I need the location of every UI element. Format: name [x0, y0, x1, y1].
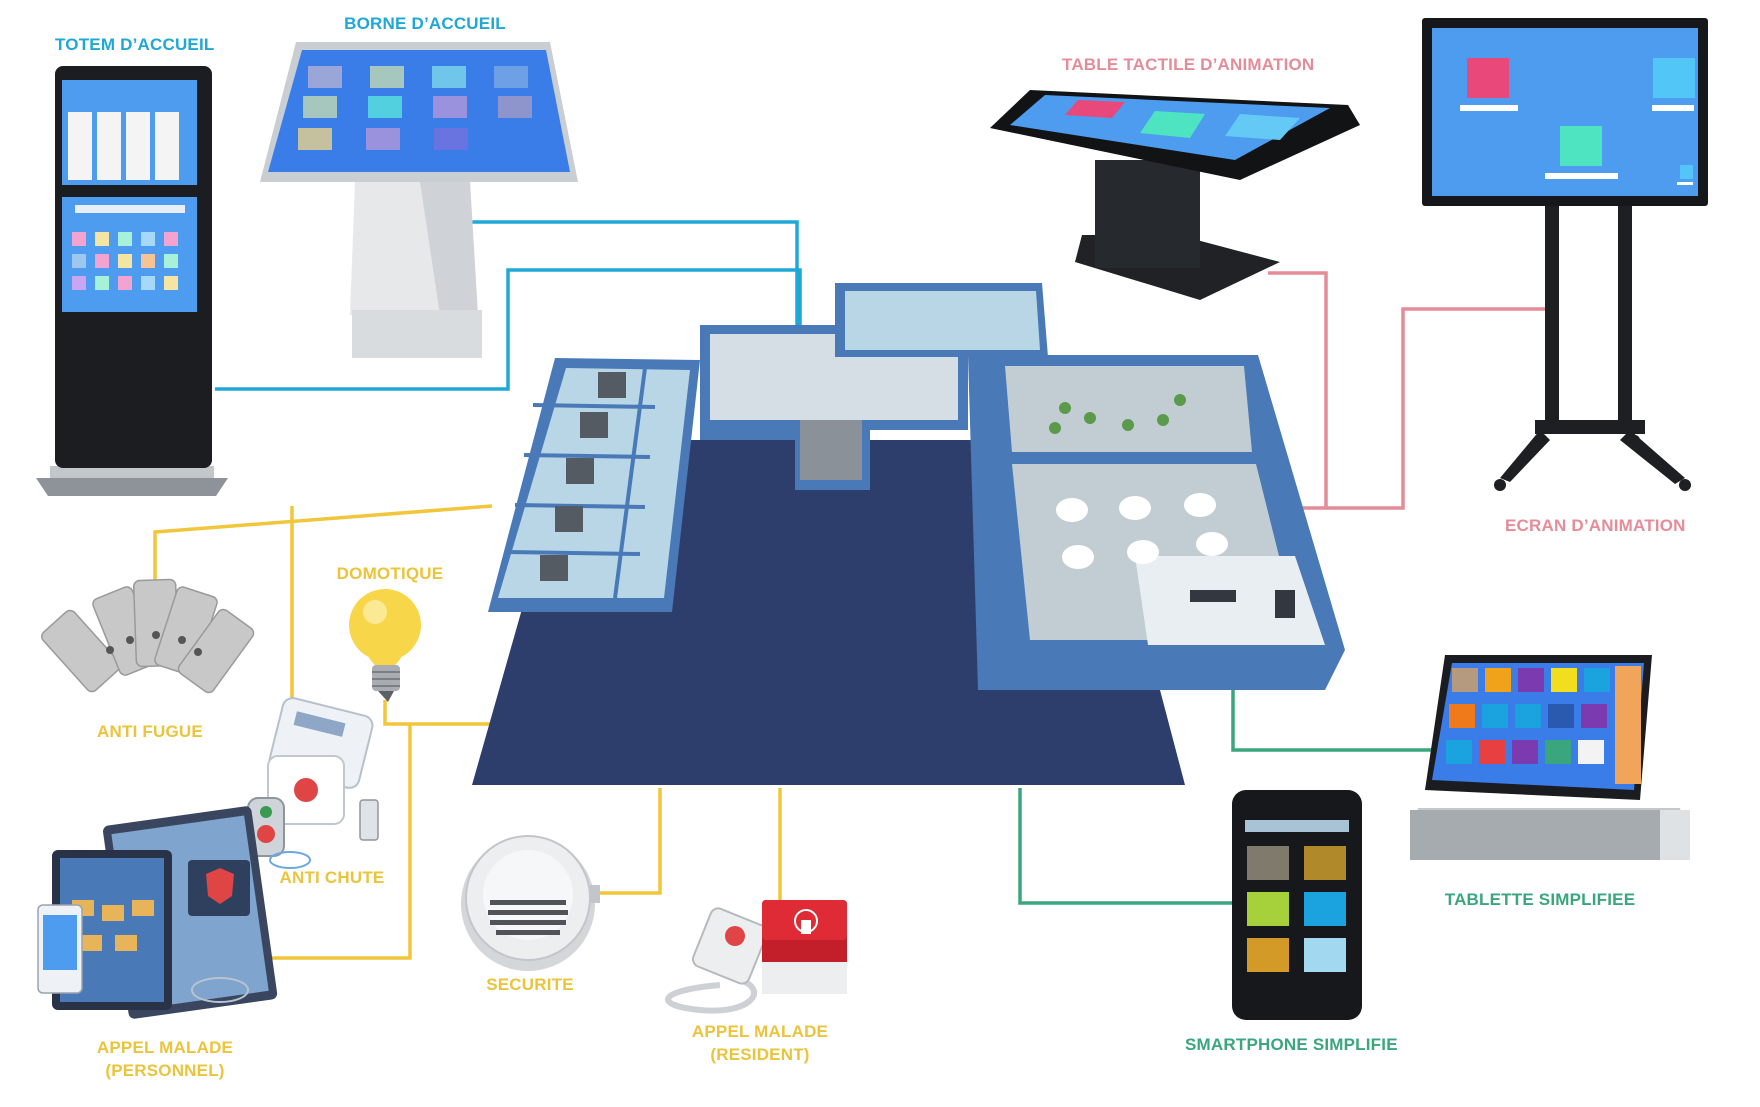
- link-tablette: [1231, 690, 1432, 752]
- label-appel-personnel-line2: (PERSONNEL): [105, 1061, 225, 1080]
- light-bulb-icon: [349, 589, 421, 702]
- label-ecran: ECRAN D’ANIMATION: [1505, 516, 1686, 535]
- link-smartphone: [1018, 788, 1232, 905]
- label-domotique: DOMOTIQUE: [336, 564, 444, 583]
- label-smartphone: SMARTPHONE SIMPLIFIE: [1185, 1035, 1398, 1054]
- link-anti-fugue: [153, 504, 493, 585]
- link-securite: [590, 788, 662, 895]
- label-appel-personnel-line1: APPEL MALADE: [96, 1038, 234, 1057]
- tablet-icon: [1410, 655, 1690, 860]
- fall-alarm-icon: [247, 697, 379, 869]
- link-appel-personnel: [268, 724, 412, 960]
- label-tablette: TABLETTE SIMPLIFIEE: [1444, 890, 1636, 909]
- label-anti-fugue: ANTI FUGUE: [97, 722, 203, 741]
- smartphone-icon: [1232, 790, 1362, 1020]
- label-anti-chute: ANTI CHUTE: [279, 868, 385, 887]
- kiosk-stand-icon: [260, 42, 578, 358]
- call-button-icon: [665, 900, 847, 1014]
- label-appel-resident-line1: APPEL MALADE: [691, 1022, 829, 1041]
- kiosk-totem-icon: [36, 66, 228, 496]
- link-ecran: [1326, 307, 1548, 510]
- rfid-tags-icon: [41, 578, 255, 694]
- link-domotique: [383, 700, 492, 726]
- link-borne: [470, 220, 799, 330]
- nurse-call-tablets-icon: [37, 806, 278, 1019]
- label-table: TABLE TACTILE D’ANIMATION: [1062, 55, 1315, 74]
- label-totem: TOTEM D’ACCUEIL: [55, 35, 215, 54]
- link-table: [1268, 271, 1328, 510]
- label-securite: SECURITE: [486, 975, 574, 994]
- label-borne: BORNE D’ACCUEIL: [344, 14, 506, 33]
- label-appel-resident-line2: (RESIDENT): [710, 1045, 810, 1064]
- building-floor-plan-icon: [472, 283, 1345, 785]
- touch-table-icon: [990, 90, 1360, 300]
- connector-lines: [153, 220, 1548, 960]
- link-totem: [215, 268, 802, 391]
- smoke-detector-icon: [461, 835, 600, 971]
- display-stand-icon: [1422, 18, 1708, 491]
